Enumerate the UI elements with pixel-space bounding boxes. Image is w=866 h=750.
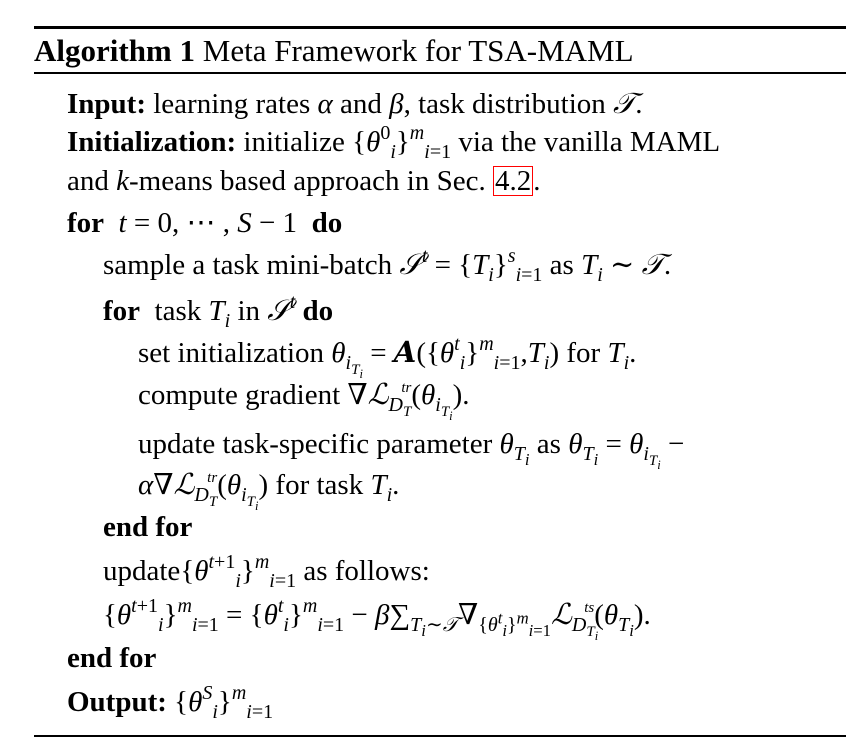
inner-for-line: for task Ti in 𝒮t do: [103, 291, 334, 332]
gradient-text: compute gradient: [138, 379, 341, 411]
outer-for-line: for t = 0, ⋯ , S − 1 do: [67, 207, 343, 239]
sample-text: sample a task mini-batch: [103, 249, 393, 281]
top-rule: [34, 26, 846, 29]
init2-text: -means based approach in Sec.: [129, 165, 486, 197]
outer-end-for-keyword: end for: [67, 642, 157, 674]
for-keyword: for: [67, 207, 105, 239]
initialization-tail: via the vanilla MAML: [458, 126, 721, 158]
inner-end-for-line: end for: [103, 509, 192, 545]
update2-tail: as follows:: [303, 555, 430, 587]
set-for: for: [566, 337, 601, 369]
output-keyword: Output:: [67, 686, 167, 718]
algorithm-label: Algorithm 1: [34, 33, 196, 68]
compute-gradient-line: compute gradient ∇ℒDTtr(θiTi).: [138, 377, 470, 423]
initialization-text: initialize: [243, 126, 345, 158]
inner-for-text: task: [154, 295, 202, 327]
update-task-line-2: α∇ℒDTtr(θiTi) for task Ti.: [138, 467, 400, 513]
bottom-rule: [34, 735, 846, 737]
inner-for-in: in: [237, 295, 261, 327]
update-task-line: update task-specific parameter θTi as θT…: [138, 428, 685, 472]
inner-for-keyword: for: [103, 295, 141, 327]
input-and: and: [340, 88, 382, 120]
outer-end-for-line: end for: [67, 640, 156, 676]
init2-and: and: [67, 165, 109, 197]
do-keyword: do: [311, 207, 343, 239]
set-text: set initialization: [138, 337, 325, 369]
algorithm-title: Meta Framework for TSA-MAML: [202, 33, 634, 68]
inner-do-keyword: do: [302, 295, 334, 327]
initialization-line: Initialization: initialize {θ0i}mi=1 via…: [67, 122, 721, 163]
sample-line: sample a task mini-batch 𝒮t = {Ti}si=1 a…: [103, 245, 672, 286]
algorithm-caption: Algorithm 1 Meta Framework for TSA-MAML: [34, 32, 634, 70]
initialization-keyword: Initialization:: [67, 126, 237, 158]
section-reference-link[interactable]: 4.2: [492, 165, 534, 197]
initialization-line-2: and k-means based approach in Sec. 4.2.: [67, 165, 541, 197]
update-text: update task-specific parameter: [138, 428, 493, 460]
inner-end-for-keyword: end for: [103, 511, 193, 543]
update-for: for task: [275, 469, 364, 501]
update-as: as: [536, 428, 561, 460]
input-keyword: Input:: [67, 88, 146, 120]
input-text: learning rates: [153, 88, 311, 120]
update-theta-line: update{θt+1i}mi=1 as follows:: [103, 551, 430, 592]
input-line: Input: learning rates α and β, task dist…: [67, 86, 643, 120]
set-initialization-line: set initialization θiTi = 𝑨({θti}mi=1,Ti…: [138, 333, 637, 381]
update2-text: update: [103, 555, 181, 587]
sample-as: as: [549, 249, 574, 281]
input-tail: , task distribution: [403, 88, 606, 120]
output-line: Output: {θSi}mi=1: [67, 682, 274, 723]
caption-rule: [34, 72, 846, 74]
update-equation-line: {θt+1i}mi=1 = {θti}mi=1 − β∑Ti∼𝒯∇{θti}mi…: [103, 595, 651, 643]
